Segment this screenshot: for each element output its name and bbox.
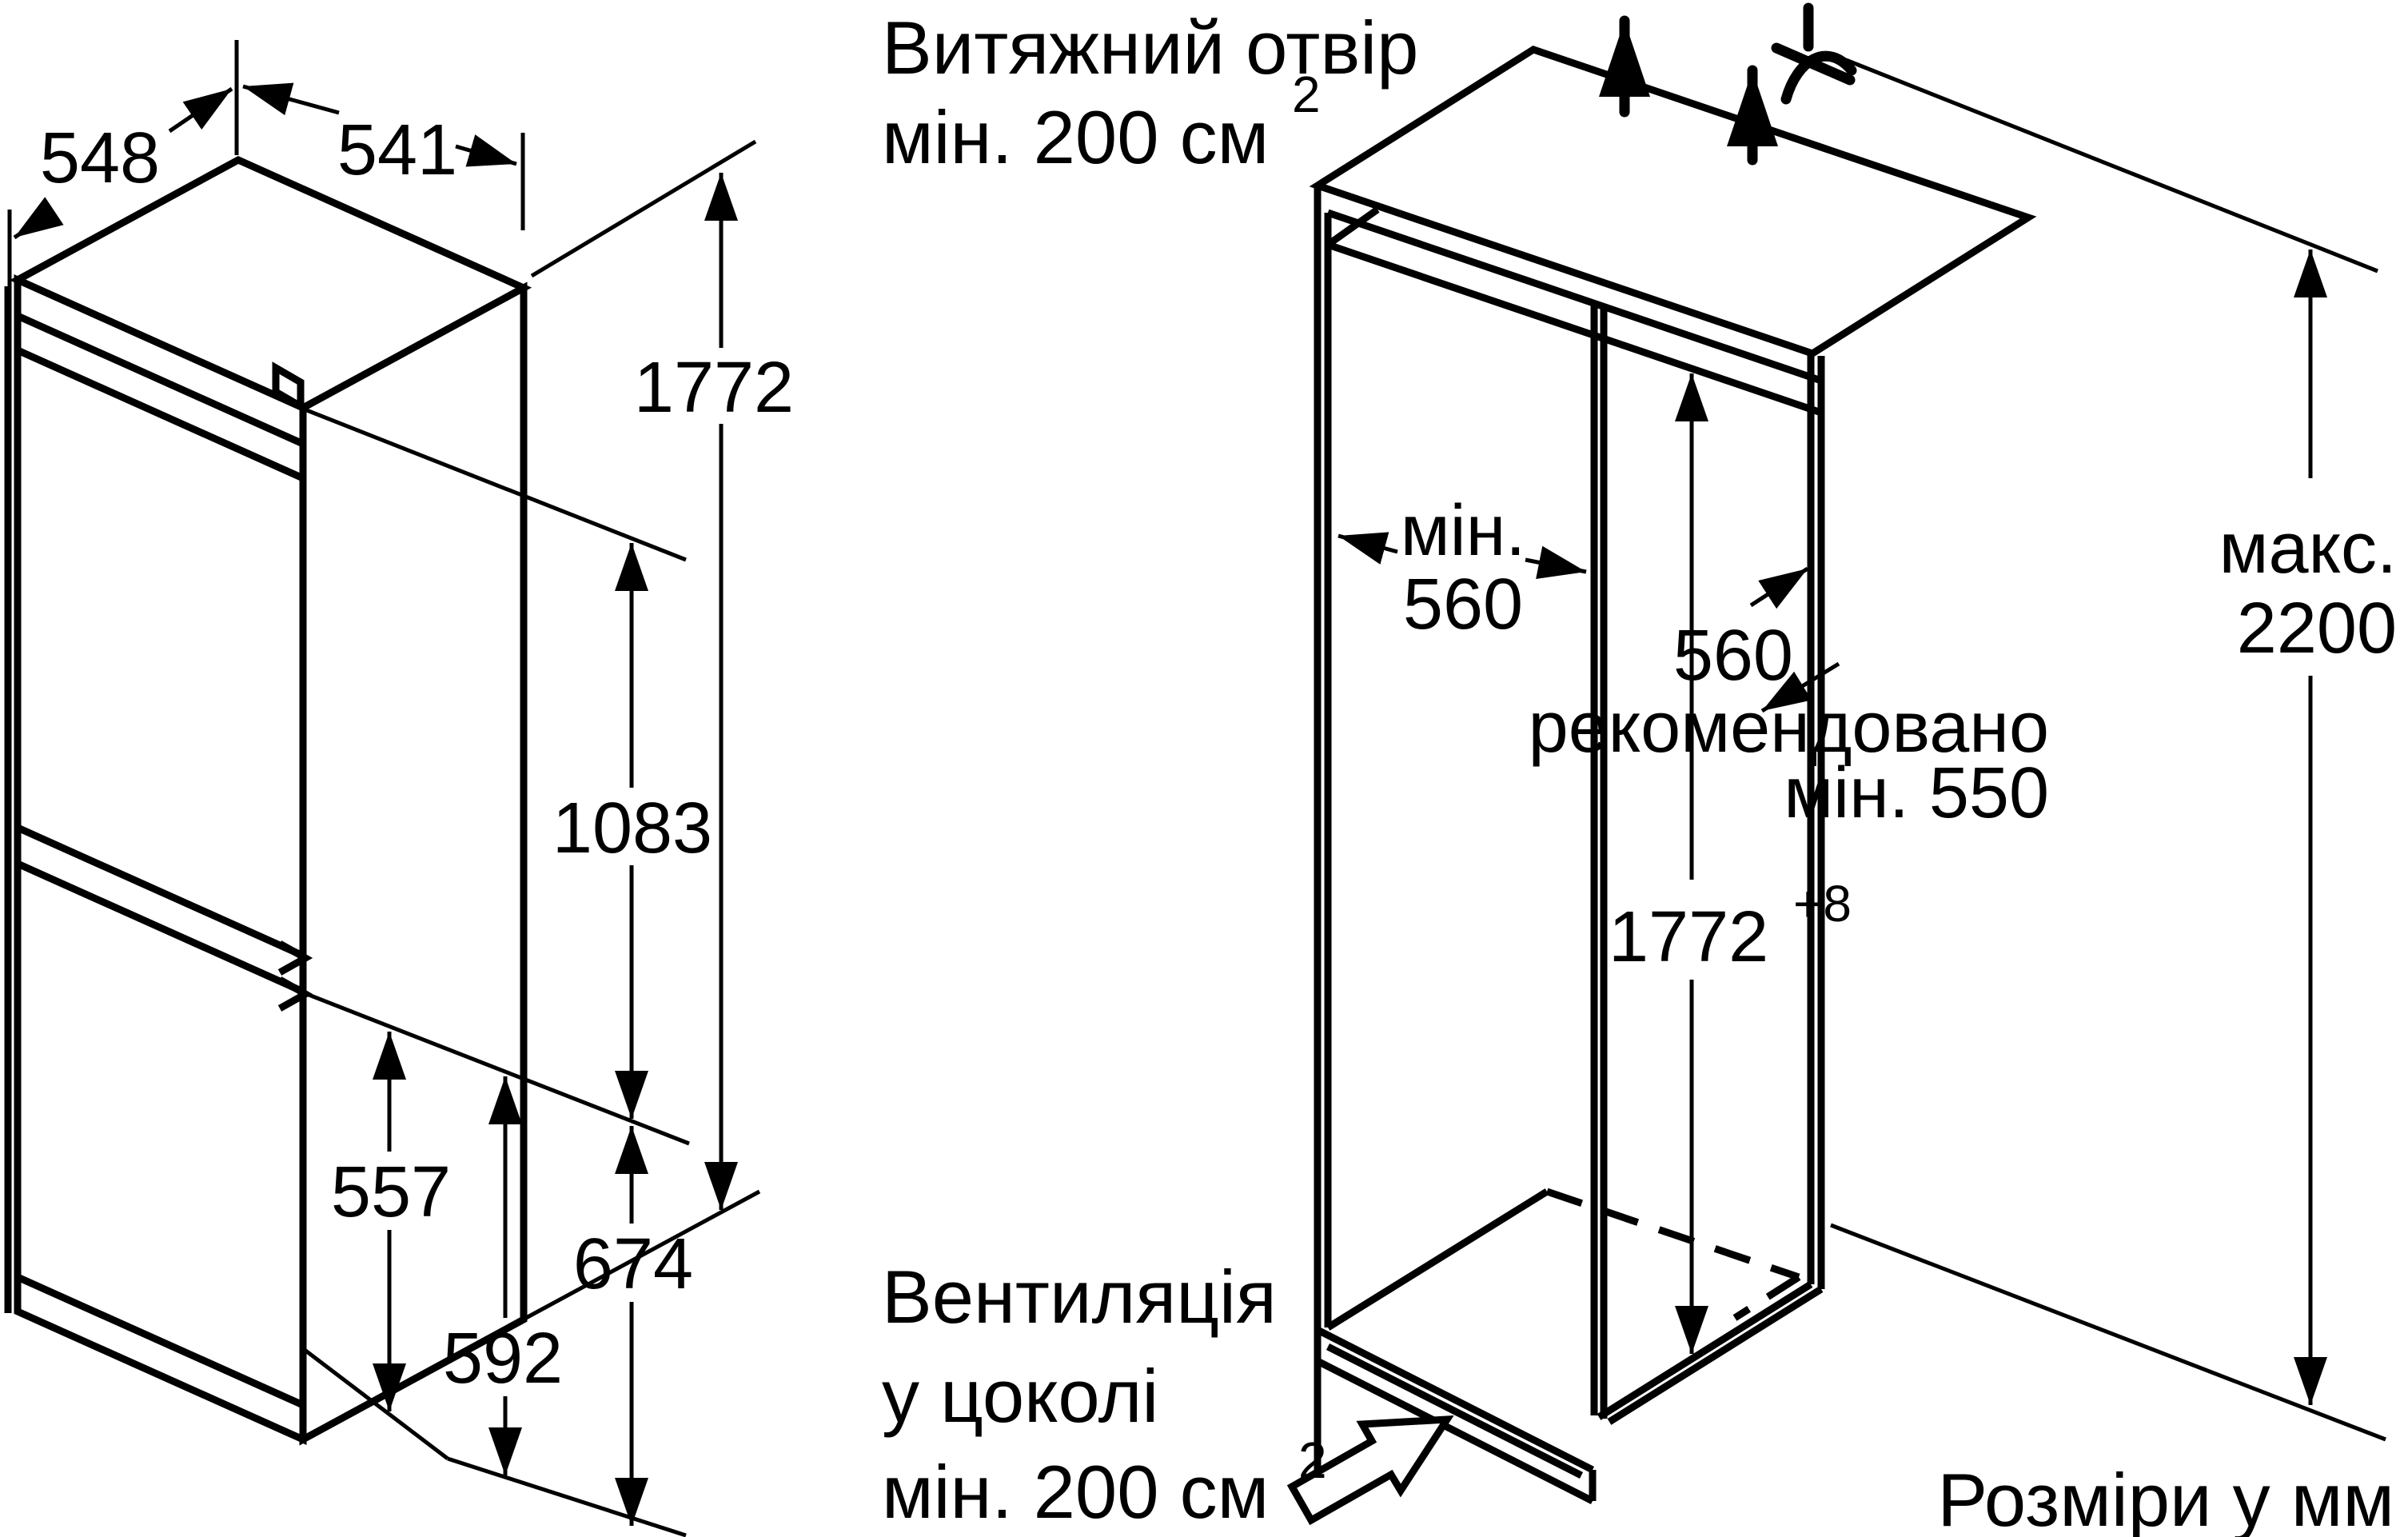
dim-width-word: мін. [1401, 491, 1526, 571]
dim-max-value: 2200 [2237, 589, 2397, 669]
annotations: Витяжний отвір мін. 200 см 2 Вентиляція … [882, 6, 2394, 1537]
dim-674-label: 674 [573, 1224, 693, 1304]
dim-541-leader-right [455, 134, 517, 167]
dim-1083-label: 1083 [552, 788, 712, 868]
fridge-hinge-detail [272, 361, 305, 413]
cut-symbol-icon [1771, 2, 1857, 105]
dim-depth-note: рекомендовано [1529, 688, 2049, 768]
ref-line-max-ground [1830, 1223, 2386, 1442]
units-label: Розміри у мм [1937, 1458, 2394, 1537]
niche-plinth-bottom [1315, 1357, 1595, 1505]
fridge-door-top-edge [16, 312, 305, 448]
dim-width-leader-right [1525, 545, 1587, 579]
niche-ceiling-rail-1 [1326, 209, 1823, 385]
dim-depth-arrow-front [1760, 661, 1840, 713]
niche-top-face [1309, 46, 2037, 357]
ref-line-1772-top [530, 139, 757, 278]
ref-line-1083-top [304, 407, 687, 562]
dim-548-leader-right [168, 86, 233, 134]
dim-width-leader-left [1338, 532, 1398, 565]
dim-1772-label: 1772 [634, 348, 794, 428]
niche-plinth-top [1315, 1326, 1595, 1474]
dim-depth-arrow-back [1749, 566, 1809, 609]
fridge-front-face [14, 274, 307, 1445]
niche-plinth-slot [1326, 1343, 1584, 1479]
fridge-plinth-line [16, 1273, 305, 1409]
fridge-side-face [299, 281, 528, 1446]
dim-depth-min: мін. 550 [1784, 753, 2049, 833]
niche-ceiling-rail-2 [1326, 241, 1823, 417]
top-vent-leader [1342, 50, 1527, 173]
dim-592-label: 592 [443, 1319, 563, 1399]
fridge-drawing: 548 541 1772 1083 557 592 674 [4, 40, 794, 1537]
niche-floor-left-edge [1326, 1188, 1549, 1331]
niche-floor-back-edge-hidden [1545, 1188, 1800, 1281]
niche-ceiling-depth-edge [1326, 206, 1380, 248]
niche-floor-corner-hidden [1732, 1274, 1801, 1321]
dim-niche-height-label: 1772 [1609, 897, 1768, 977]
base-vent-label-line3: мін. 200 см [882, 1450, 1269, 1534]
fridge-door-top-edge-2 [16, 346, 305, 482]
base-vent-label-sup: 2 [1298, 1431, 1327, 1489]
dim-niche-height-tolerance: +8 [1793, 875, 1852, 932]
top-vent-label-sup: 2 [1292, 66, 1321, 123]
dim-548-label: 548 [40, 118, 160, 198]
dim-557-label: 557 [331, 1152, 451, 1232]
ref-line-1772-bottom [524, 1189, 761, 1320]
niche-right-wall-bottom-2 [1607, 1286, 1824, 1425]
base-vent-label-line2: у цоколі [882, 1354, 1158, 1438]
base-vent-label-line1: Вентиляція [882, 1255, 1277, 1339]
ventilation-arrow-icon [1286, 1415, 1454, 1526]
ref-line-door-gap [304, 991, 690, 1146]
niche-right-wall-bottom-1 [1597, 1281, 1813, 1420]
top-vent-label-line1: Витяжний отвір [882, 6, 1418, 90]
dim-548-leader-left [13, 197, 64, 240]
niche-drawing: мін. 560 560 рекомендовано мін. 550 1772… [1286, 2, 2397, 1526]
fridge-door-gap-line-2 [16, 860, 305, 996]
top-vent-label-line2: мін. 200 см [882, 95, 1269, 179]
ref-line-ground [447, 1456, 687, 1537]
dim-541-label: 541 [337, 110, 457, 190]
fridge-gap-chevron-1 [277, 940, 313, 976]
dim-max-word: макс. [2219, 509, 2397, 589]
dim-width-value: 560 [1403, 565, 1523, 645]
fridge-door-gap-line-1 [16, 824, 305, 960]
ref-line-max-top [1845, 58, 2378, 273]
dim-541-leader-left [242, 82, 340, 116]
